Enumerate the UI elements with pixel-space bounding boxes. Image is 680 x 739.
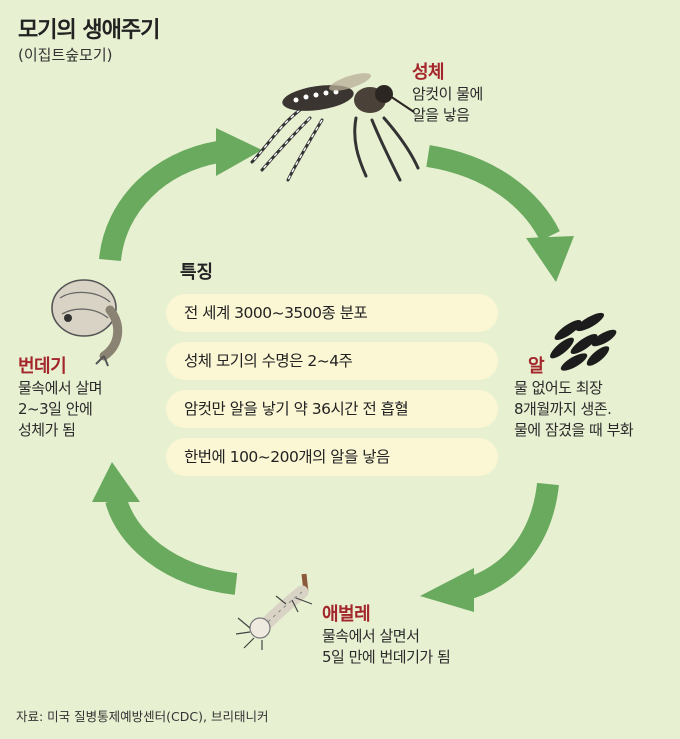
adult-mosquito-illustration [250, 73, 420, 182]
feature-item: 전 세계 3000~3500종 분포 [166, 294, 498, 332]
stage-name-pupa: 번데기 [18, 356, 67, 377]
stage-desc-larva: 물속에서 살면서 5일 만에 번데기가 됨 [322, 626, 451, 668]
arrow-larva-to-pupa [105, 496, 238, 595]
arrowhead-egg-to-larva [420, 568, 474, 612]
stage-desc-line: 암컷이 물에 [412, 85, 483, 103]
arrowhead-adult-to-egg [526, 236, 574, 282]
stage-desc-line: 물속에서 살면서 [322, 627, 420, 645]
larva-illustration [235, 573, 313, 650]
stage-desc-line: 알을 낳음 [412, 106, 470, 124]
stage-desc-line: 물에 잠겼을 때 부화 [514, 421, 634, 439]
arrow-egg-to-larva [466, 482, 559, 599]
stage-desc-line: 물속에서 살며 [18, 379, 103, 397]
stage-desc-line: 2~3일 안에 [18, 400, 93, 418]
feature-item: 암컷만 알을 낳기 약 36시간 전 흡혈 [166, 390, 498, 428]
arrow-pupa-to-adult [99, 141, 221, 262]
page-subtitle: (이집트숲모기) [18, 46, 113, 64]
source-credit: 자료: 미국 질병통제예방센터(CDC), 브리태니커 [16, 709, 269, 724]
stage-desc-line: 물 없어도 최장 [514, 379, 603, 397]
arrowhead-larva-to-pupa [92, 462, 140, 502]
stage-desc-line: 5일 만에 번데기가 됨 [322, 648, 451, 666]
page-title: 모기의 생애주기 [18, 18, 160, 43]
stage-desc-pupa: 물속에서 살며 2~3일 안에 성체가 됨 [18, 378, 103, 441]
stage-desc-egg: 물 없어도 최장 8개월까지 생존. 물에 잠겼을 때 부화 [514, 378, 634, 441]
stage-name-adult: 성체 [412, 62, 445, 83]
stage-name-egg: 알 [528, 356, 545, 377]
stage-desc-line: 8개월까지 생존. [514, 400, 612, 418]
arrow-adult-to-egg [426, 145, 560, 242]
arrowhead-pupa-to-adult [216, 128, 262, 176]
pupa-illustration [51, 279, 123, 367]
stage-name-larva: 애벌레 [322, 604, 371, 625]
feature-item: 성체 모기의 수명은 2~4주 [166, 342, 498, 380]
stage-desc-adult: 암컷이 물에 알을 낳음 [412, 84, 483, 126]
stage-desc-line: 성체가 됨 [18, 421, 76, 439]
features-title: 특징 [180, 262, 214, 283]
egg-illustration [550, 312, 617, 371]
feature-item: 한번에 100~200개의 알을 낳음 [166, 438, 498, 476]
